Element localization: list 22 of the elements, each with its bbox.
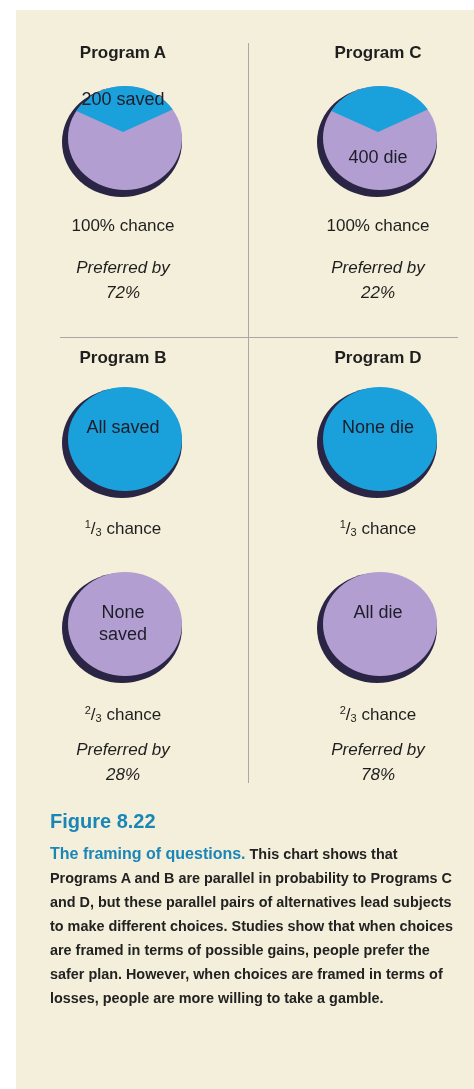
probability-label: 100% chance — [70, 215, 176, 237]
disc-label: All die — [352, 601, 404, 623]
preference-note: Preferred by 72% — [75, 257, 172, 304]
disc-label: None saved — [97, 601, 148, 645]
probability-label: $^{1}$/$_{3}$ chance — [338, 517, 418, 540]
probability-label: $^{2}$/$_{3}$ chance — [338, 703, 418, 726]
program-heading: Program B — [78, 347, 168, 369]
probability-label: $^{1}$/$_{3}$ chance — [83, 517, 163, 540]
preference-note: Preferred by 78% — [330, 739, 427, 786]
disc-label: 400 die — [347, 146, 409, 168]
disc-label: 200 saved — [81, 88, 165, 110]
probability-label: $^{2}$/$_{3}$ chance — [83, 703, 163, 726]
disc-label: None die — [340, 416, 416, 438]
probability-label: 100% chance — [325, 215, 431, 237]
program-heading: Program D — [333, 347, 423, 369]
caption: The framing of questions. This chart shows that Programs A and B are parallel in probability to Programs C and D, but these parallel pairs of alternatives lead subjects to make different choices. Studies show that when choices are framed in terms of possible gains, people prefer the safer plan. However, when choices are framed in terms of losses, people are more willing to take a gamble. — [50, 844, 455, 1008]
preference-note: Preferred by 28% — [75, 739, 172, 786]
program-heading: Program A — [78, 42, 168, 64]
figure-title: Figure 8.22 — [50, 810, 156, 833]
program-heading: Program C — [333, 42, 423, 64]
preference-note: Preferred by 22% — [330, 257, 427, 304]
disc-label: All saved — [85, 416, 161, 438]
